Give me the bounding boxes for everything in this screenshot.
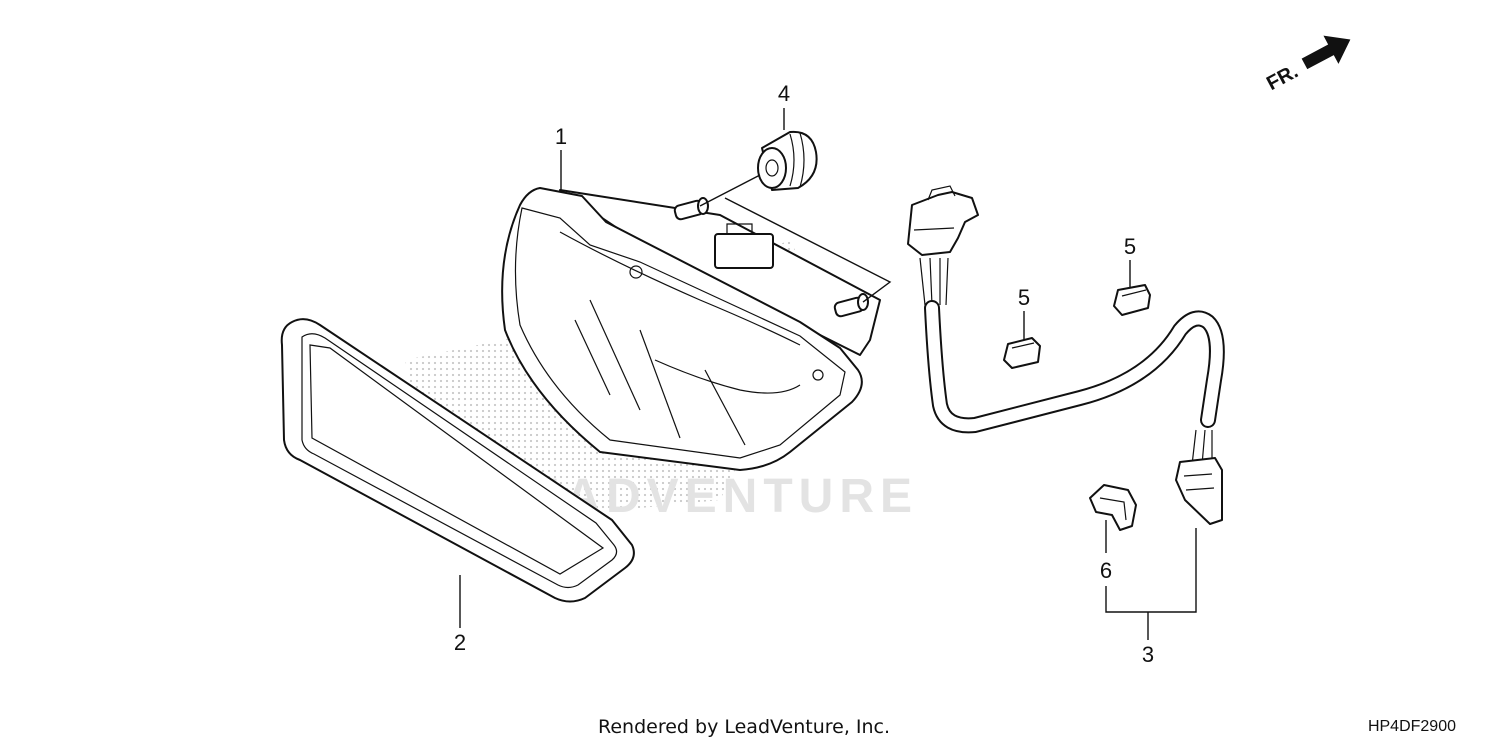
footer-credit: Rendered by LeadVenture, Inc.: [598, 716, 891, 738]
wire-harness[interactable]: [907, 185, 1225, 525]
callout-6: 6: [1100, 558, 1112, 583]
diagram-code: HP4DF2900: [1367, 718, 1456, 735]
front-arrow-icon: [1301, 35, 1351, 70]
mounting-stud-lower: [833, 293, 869, 318]
callout-2: 2: [454, 630, 466, 655]
harness-clip-a[interactable]: [1003, 337, 1041, 369]
headlight-assembly[interactable]: [501, 187, 881, 471]
front-direction-indicator: FR.: [1263, 35, 1351, 96]
fr-label: FR.: [1263, 61, 1302, 96]
bezel-frame[interactable]: [280, 318, 635, 603]
callout-5a: 5: [1018, 285, 1030, 310]
callout-3: 3: [1142, 642, 1154, 667]
harness-clip-b[interactable]: [1113, 284, 1151, 316]
callout-4: 4: [778, 81, 790, 106]
mounting-stud-upper: [673, 197, 709, 221]
leader-lines: [459, 108, 1197, 640]
harness-clamp[interactable]: [1089, 484, 1137, 531]
callout-1: 1: [555, 124, 567, 149]
callout-5b: 5: [1124, 234, 1136, 259]
grommet[interactable]: [757, 130, 818, 191]
